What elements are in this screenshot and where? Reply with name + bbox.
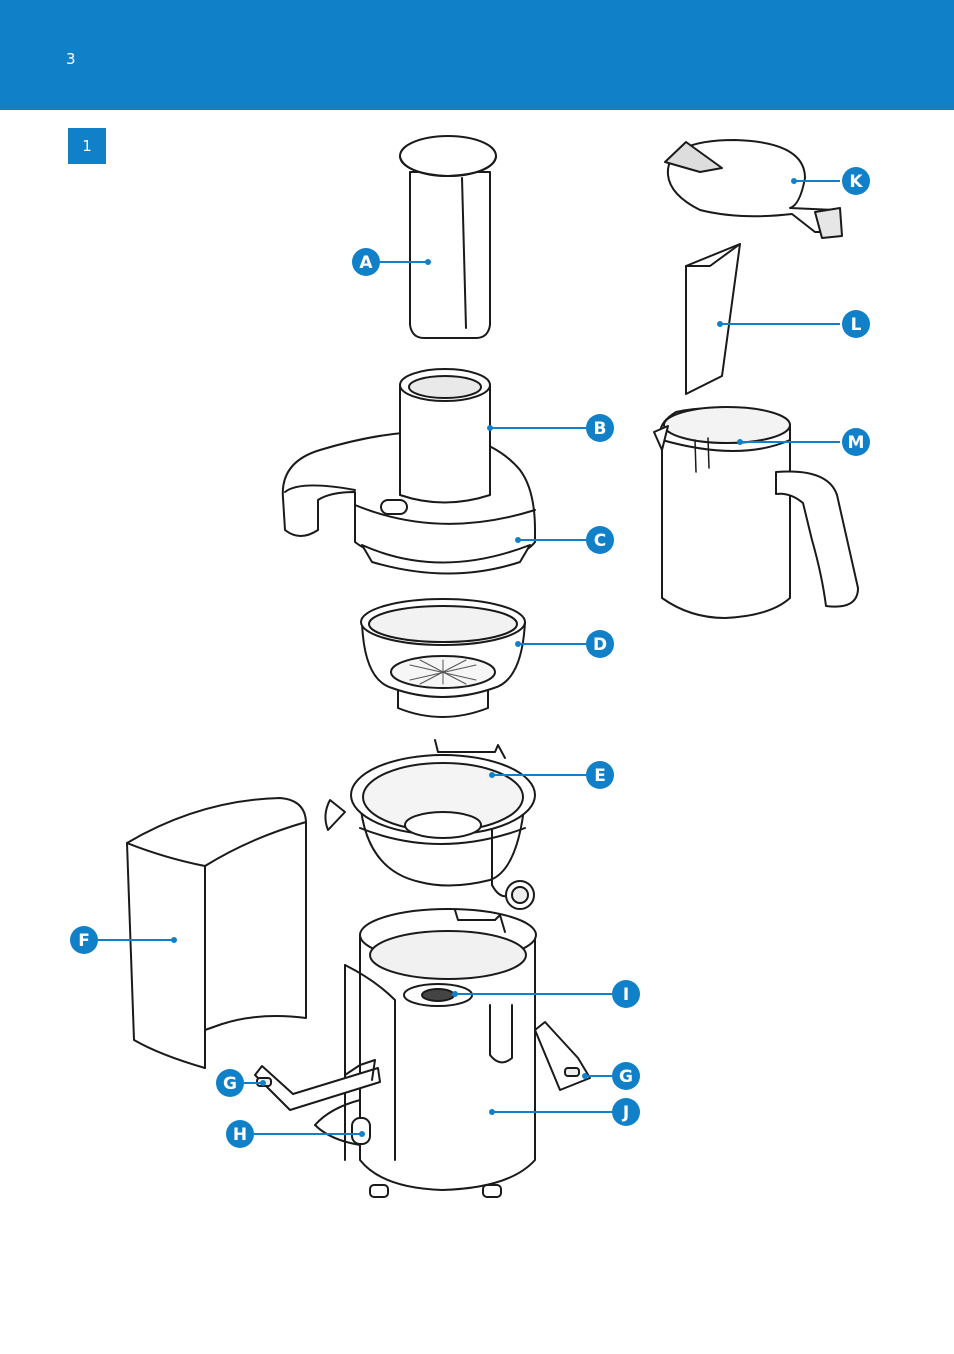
svg-text:J: J <box>622 1103 629 1123</box>
svg-text:L: L <box>851 315 862 335</box>
svg-text:K: K <box>849 172 863 192</box>
callout-i: I <box>612 980 640 1008</box>
jug-lid-part <box>665 140 842 238</box>
callout-j: J <box>612 1098 640 1126</box>
callout-f: F <box>70 926 98 954</box>
pusher-part <box>400 136 496 338</box>
svg-text:A: A <box>359 253 373 273</box>
pulp-container-part <box>127 798 306 1068</box>
svg-text:C: C <box>594 531 606 551</box>
callout-a: A <box>352 248 380 276</box>
callout-b: B <box>586 414 614 442</box>
callout-e: E <box>586 761 614 789</box>
svg-text:G: G <box>619 1067 633 1087</box>
froth-separator-part <box>686 244 740 394</box>
svg-text:B: B <box>594 419 607 439</box>
callout-d: D <box>586 630 614 658</box>
svg-text:M: M <box>848 433 865 453</box>
svg-text:H: H <box>233 1125 247 1145</box>
svg-text:I: I <box>623 985 629 1005</box>
svg-text:G: G <box>223 1074 237 1094</box>
callout-g-right: G <box>612 1062 640 1090</box>
cover-part <box>283 369 535 574</box>
callout-k: K <box>842 167 870 195</box>
svg-text:E: E <box>594 766 606 786</box>
callout-l: L <box>842 310 870 338</box>
juice-jug-part <box>654 407 858 618</box>
juice-collector-part <box>325 740 535 909</box>
callout-h: H <box>226 1120 254 1148</box>
svg-text:D: D <box>593 635 607 655</box>
callout-m: M <box>842 428 870 456</box>
callout-c: C <box>586 526 614 554</box>
callout-g-left: G <box>216 1069 244 1097</box>
filter-part <box>361 599 525 717</box>
svg-text:F: F <box>78 931 90 951</box>
